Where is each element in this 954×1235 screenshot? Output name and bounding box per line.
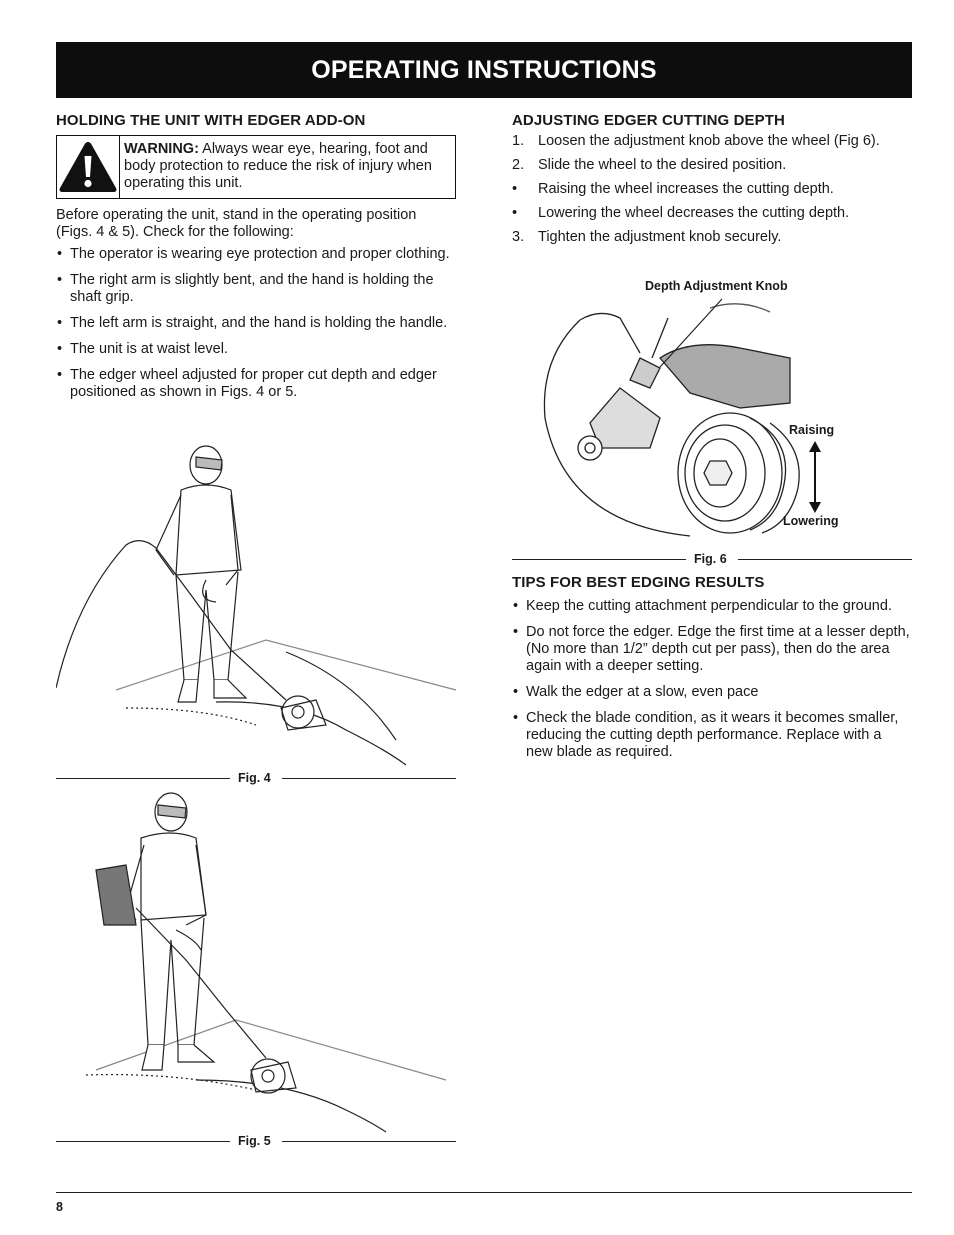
page-title-banner: OPERATING INSTRUCTIONS	[56, 42, 912, 98]
warning-message: Always wear eye, hearing, foot and body …	[124, 141, 432, 191]
tips-section: TIPS FOR BEST EDGING RESULTS Keep the cu…	[512, 574, 912, 770]
warning-label: WARNING:	[124, 141, 199, 157]
page-number: 8	[56, 1200, 63, 1214]
fig4-caption: Fig. 4	[238, 771, 271, 785]
list-item: Keep the cutting attachment perpendicula…	[512, 598, 912, 615]
list-item: 2.Slide the wheel to the desired positio…	[512, 157, 787, 173]
check-list: The operator is wearing eye protection a…	[56, 246, 456, 401]
warning-box: WARNING: Always wear eye, hearing, foot …	[56, 135, 456, 199]
fig5-caption-rule: Fig. 5	[56, 1134, 456, 1148]
section-heading-holding: HOLDING THE UNIT WITH EDGER ADD-ON	[56, 112, 366, 129]
tips-list: Keep the cutting attachment perpendicula…	[512, 598, 912, 761]
list-item: 1.Loosen the adjustment knob above the w…	[512, 133, 880, 149]
left-column: HOLDING THE UNIT WITH EDGER ADD-ON WARNI…	[56, 112, 456, 410]
fig6-caption: Fig. 6	[694, 552, 727, 566]
list-item: The left arm is straight, and the hand i…	[56, 315, 456, 332]
list-item: Check the blade condition, as it wears i…	[512, 710, 912, 761]
list-item: Do not force the edger. Edge the first t…	[512, 624, 912, 675]
fig6-caption-rule: Fig. 6	[512, 552, 912, 566]
callout-lowering: Lowering	[783, 514, 839, 528]
page-title: OPERATING INSTRUCTIONS	[311, 55, 657, 84]
list-item: •Lowering the wheel decreases the cuttin…	[512, 205, 850, 221]
warning-text: WARNING: Always wear eye, hearing, foot …	[120, 136, 455, 198]
raise-lower-arrow-icon	[809, 441, 821, 513]
list-item: The unit is at waist level.	[56, 341, 456, 358]
fig5-caption: Fig. 5	[238, 1134, 271, 1148]
warning-triangle-icon	[57, 136, 120, 198]
list-item: The edger wheel adjusted for proper cut …	[56, 367, 456, 401]
list-item: 3.Tighten the adjustment knob securely.	[512, 229, 782, 245]
list-item: Walk the edger at a slow, even pace	[512, 684, 912, 701]
footer-rule	[56, 1192, 912, 1193]
fig5-operator-illustration	[85, 792, 447, 1133]
fig6-edger-closeup-illustration	[543, 303, 800, 537]
adjust-steps-list: 1.Loosen the adjustment knob above the w…	[512, 133, 912, 246]
list-item: •Raising the wheel increases the cutting…	[512, 181, 834, 197]
callout-raising: Raising	[789, 423, 835, 437]
list-item: The operator is wearing eye protection a…	[56, 246, 456, 263]
fig4-operator-illustration	[56, 445, 457, 766]
list-item: The right arm is slightly bent, and the …	[56, 272, 456, 306]
section-heading-tips: TIPS FOR BEST EDGING RESULTS	[512, 574, 765, 591]
fig4-caption-rule: Fig. 4	[56, 771, 456, 785]
intro-paragraph: Before operating the unit, stand in the …	[56, 207, 417, 240]
section-heading-adjusting: ADJUSTING EDGER CUTTING DEPTH	[512, 112, 785, 129]
callout-depth-adjustment-knob: Depth Adjustment Knob	[645, 279, 788, 293]
right-column: ADJUSTING EDGER CUTTING DEPTH 1.Loosen t…	[512, 112, 912, 253]
fig6-knob-leader-line	[659, 298, 723, 368]
